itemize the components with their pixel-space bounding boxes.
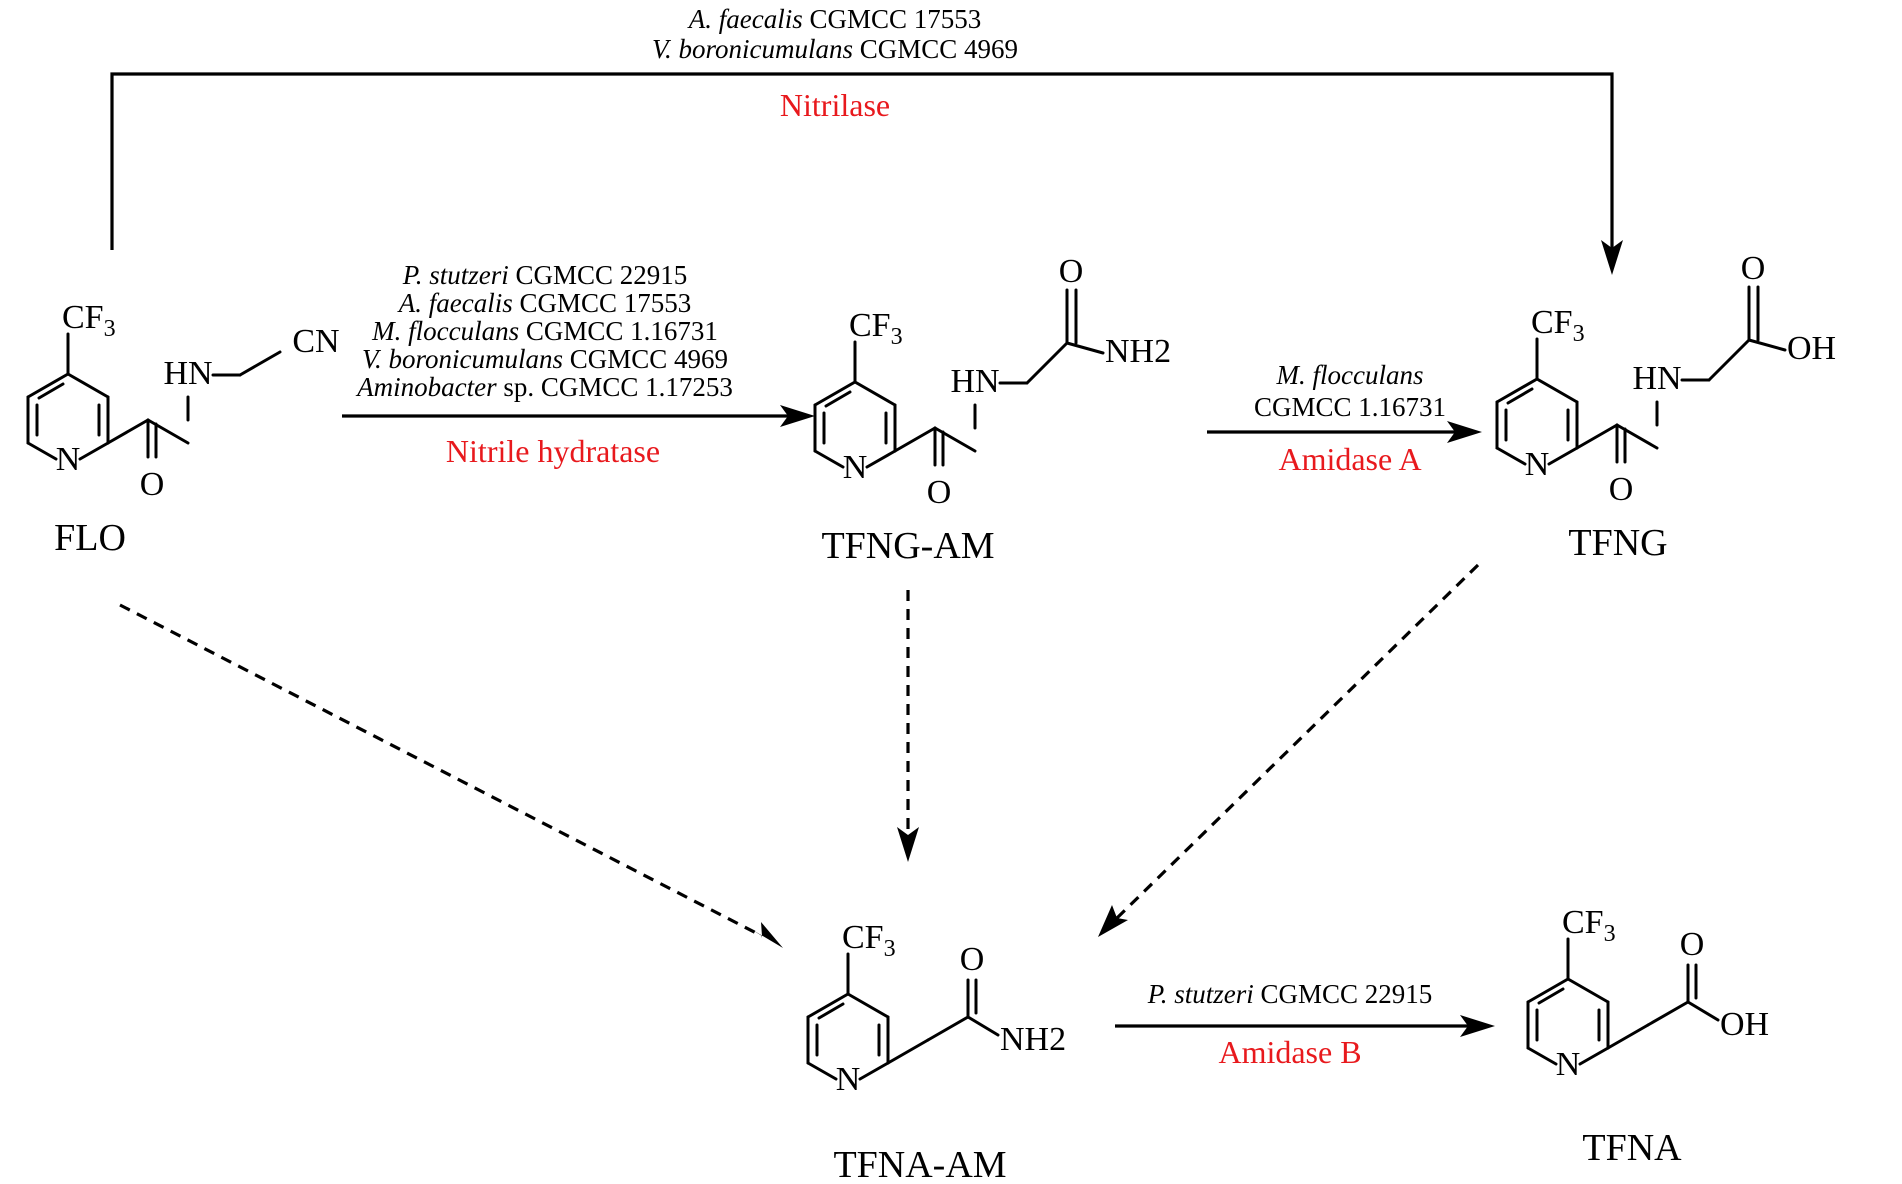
nitrilase-enzyme-label: Nitrilase (780, 87, 890, 123)
cf3-group: CF3 (842, 919, 896, 962)
nitrile-hydratase-enzyme-label: Nitrile hydratase (446, 433, 660, 469)
acid-oh-group: OH (1720, 1006, 1769, 1043)
amide-hn-atom: HN (1632, 360, 1681, 397)
amidase-a-enzyme-label: Amidase A (1278, 441, 1421, 477)
pyridine-n-atom: N (1525, 446, 1550, 483)
acid-o-atom: O (1680, 926, 1705, 963)
pyridine-n-atom: N (1556, 1046, 1581, 1083)
carbonyl-o-atom: O (927, 474, 952, 511)
pyridine-n-atom: N (843, 449, 868, 486)
amidase-a-organism-genus: M. flocculans (1276, 360, 1424, 390)
compound-tfna: N CF3 O OH (1526, 904, 1769, 1083)
cf3-group: CF3 (1562, 904, 1616, 947)
nitrilase-organism-2: V. boronicumulans CGMCC 4969 (652, 34, 1018, 64)
compound-tfng: N CF3 O HN O OH (1495, 250, 1836, 508)
nitrilase-arrow (110, 72, 1623, 275)
amidase-a-organism-strain: CGMCC 1.16731 (1254, 392, 1446, 422)
nitrile-hydratase-organism-3: M. flocculans CGMCC 1.16731 (371, 316, 718, 346)
dashed-arrow-tfng-to-tfna-am (1098, 563, 1480, 937)
acid-oh-group: OH (1787, 330, 1836, 367)
amide-o-atom: O (1059, 253, 1084, 290)
dashed-arrow-tfng-am-to-tfna-am (897, 590, 919, 862)
amide-nh2-group: NH2 (1105, 333, 1171, 370)
amide-o-atom: O (960, 941, 985, 978)
nitrile-hydratase-organism-4: V. boronicumulans CGMCC 4969 (362, 344, 728, 374)
label-tfng: TFNG (1568, 522, 1667, 564)
amide-hn-atom: HN (163, 355, 212, 392)
carbonyl-o-atom: O (1609, 471, 1634, 508)
amidase-b-organism: P. stutzeri CGMCC 22915 (1147, 979, 1433, 1009)
compound-tfng-am: N CF3 O HN O NH2 (813, 253, 1171, 511)
acid-o-atom: O (1741, 250, 1766, 287)
amide-nh2-group: NH2 (1000, 1021, 1066, 1058)
amidase-b-enzyme-label: Amidase B (1218, 1034, 1361, 1070)
carbonyl-o-atom: O (140, 466, 165, 503)
nitrile-hydratase-organism-1: P. stutzeri CGMCC 22915 (402, 260, 688, 290)
nitrile-cn-group: CN (292, 323, 339, 360)
nitrile-hydratase-organism-2: A. faecalis CGMCC 17553 (397, 288, 692, 318)
compound-flo: N CF3 O HN CN (26, 299, 340, 503)
nitrile-hydratase-organism-5: Aminobacter sp. CGMCC 1.17253 (355, 372, 733, 402)
amidase-b-arrow (1115, 1015, 1495, 1037)
dashed-arrow-flo-to-tfna-am (119, 603, 783, 948)
pyridine-n-atom: N (56, 441, 81, 478)
label-tfng-am: TFNG-AM (821, 525, 994, 567)
amidase-a-arrow (1207, 421, 1482, 443)
label-tfna-am: TFNA-AM (833, 1144, 1006, 1184)
cf3-group: CF3 (849, 307, 903, 350)
amide-hn-atom: HN (950, 363, 999, 400)
label-tfna: TFNA (1582, 1127, 1682, 1169)
cf3-group: CF3 (62, 299, 116, 342)
label-flo: FLO (54, 517, 126, 559)
nitrile-hydratase-arrow (342, 405, 815, 427)
nitrile-hydratase-organisms: P. stutzeri CGMCC 22915 A. faecalis CGMC… (355, 260, 733, 402)
compound-tfna-am: N CF3 O NH2 (806, 919, 1066, 1098)
cf3-group: CF3 (1531, 304, 1585, 347)
nitrilase-organism-1: A. faecalis CGMCC 17553 (687, 4, 982, 34)
pyridine-n-atom: N (836, 1061, 861, 1098)
